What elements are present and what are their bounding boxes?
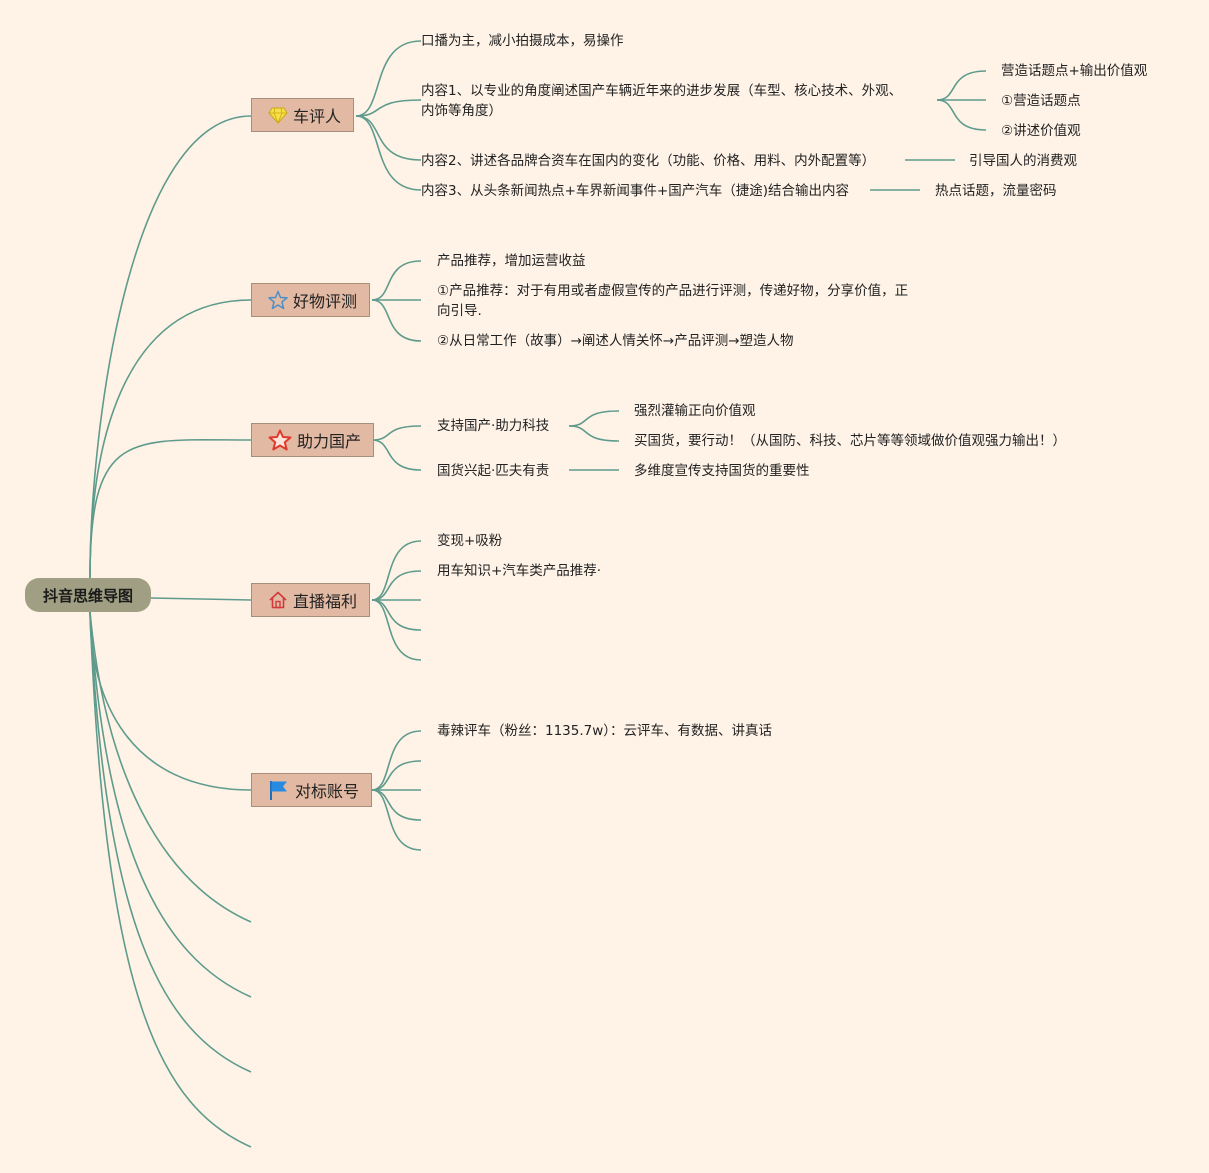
empty-branch — [89, 611, 252, 923]
node-content-2[interactable]: 内容2、讲述各品牌合资车在国内的变化（功能、价格、用料、内外配置等） — [421, 153, 876, 169]
flag-icon — [270, 781, 287, 800]
connector-line — [371, 730, 422, 791]
node-product-review[interactable]: ①产品推荐：对于有用或者虚假宣传的产品进行评测，传递好物，分享价值，正 向引导. — [437, 281, 908, 321]
root-branch — [89, 115, 252, 579]
topic-label: 车评人 — [293, 107, 342, 126]
node-benchmark-account[interactable]: 毒辣评车（粉丝：1135.7w）：云评车、有数据、讲真话 — [437, 723, 773, 739]
node-product-review-line1: ①产品推荐：对于有用或者虚假宣传的产品进行评测，传递好物，分享价值，正 — [437, 283, 909, 299]
node-product-review-line2: 向引导. — [437, 303, 482, 319]
node-tell-values[interactable]: ②讲述价值观 — [1001, 123, 1081, 139]
topic-live-benefits[interactable]: 直播福利 — [251, 583, 371, 617]
node-hot-topics[interactable]: 热点话题，流量密码 — [935, 183, 1057, 199]
connector-line — [371, 540, 422, 601]
connector-line — [936, 99, 987, 131]
connector-line — [355, 115, 422, 191]
root-branch — [89, 611, 252, 791]
node-buy-domestic[interactable]: 买国货，要行动！（从国防、科技、芯片等等领域做价值观强力输出！） — [634, 433, 1066, 449]
connector-line — [355, 99, 422, 117]
node-daily-story[interactable]: ②从日常工作（故事）→阐述人情关怀→产品评测→塑造人物 — [437, 333, 794, 349]
connector-line — [371, 299, 422, 342]
connector-line — [371, 789, 422, 821]
topic-car-reviewer[interactable]: 车评人 — [251, 98, 355, 132]
node-content-1[interactable]: 内容1、以专业的角度阐述国产车辆近年来的进步发展（车型、核心技术、外观、 内饰等… — [421, 81, 902, 121]
connector-line — [371, 439, 422, 471]
node-domestic-rise[interactable]: 国货兴起·匹夫有责 — [437, 463, 550, 479]
node-car-knowledge[interactable]: 用车知识+汽车类产品推荐· — [437, 563, 602, 579]
connector-line — [371, 570, 422, 601]
topic-product-review[interactable]: 好物评测 — [251, 283, 371, 317]
node-product-recommend[interactable]: 产品推荐，增加运营收益 — [437, 253, 586, 269]
topic-label: 助力国产 — [297, 432, 362, 451]
empty-branch — [89, 611, 252, 1073]
node-positive-values[interactable]: 强烈灌输正向价值观 — [634, 403, 756, 419]
node-voiceover[interactable]: 口播为主，减小拍摄成本，易操作 — [421, 33, 624, 49]
root-node[interactable]: 抖音思维导图 — [25, 578, 151, 612]
root-branch — [89, 438, 252, 579]
node-topic-values[interactable]: 营造话题点+输出价值观 — [1001, 63, 1148, 79]
connector-line — [568, 410, 620, 427]
star-outline-icon — [268, 290, 288, 310]
empty-branch — [89, 611, 252, 1148]
node-create-topic[interactable]: ①营造话题点 — [1001, 93, 1081, 109]
connector-line — [371, 599, 422, 631]
red-star-icon — [268, 429, 292, 451]
topic-label: 对标账号 — [295, 782, 360, 801]
node-content-1-line2: 内饰等角度） — [421, 103, 502, 119]
root-branch — [150, 597, 252, 601]
connector-line — [371, 260, 422, 301]
root-branch — [89, 299, 252, 579]
connector-line — [371, 599, 422, 661]
connector-line — [355, 115, 422, 161]
connector-line — [371, 789, 422, 851]
connector-line — [568, 425, 620, 442]
topic-support-domestic[interactable]: 助力国产 — [251, 423, 375, 457]
topic-label: 好物评测 — [293, 292, 358, 311]
node-consumption-view[interactable]: 引导国人的消费观 — [969, 153, 1077, 169]
node-monetize[interactable]: 变现+吸粉 — [437, 533, 503, 549]
connector-line — [371, 425, 422, 441]
connector-line — [936, 70, 987, 101]
node-content-3[interactable]: 内容3、从头条新闻热点+车界新闻事件+国产汽车（捷途)结合输出内容 — [421, 183, 849, 199]
empty-branch — [89, 611, 252, 998]
node-content-1-line1: 内容1、以专业的角度阐述国产车辆近年来的进步发展（车型、核心技术、外观、 — [421, 83, 903, 99]
topic-label: 直播福利 — [293, 592, 358, 611]
topic-benchmark-accounts[interactable]: 对标账号 — [251, 773, 373, 807]
connector-line — [371, 760, 422, 791]
node-multi-dimension[interactable]: 多维度宣传支持国货的重要性 — [634, 463, 810, 479]
connector-line — [355, 40, 422, 117]
home-icon — [269, 591, 287, 609]
root-label: 抖音思维导图 — [42, 586, 133, 605]
node-support-tech[interactable]: 支持国产·助力科技 — [437, 418, 550, 434]
diamond-icon — [268, 107, 288, 124]
